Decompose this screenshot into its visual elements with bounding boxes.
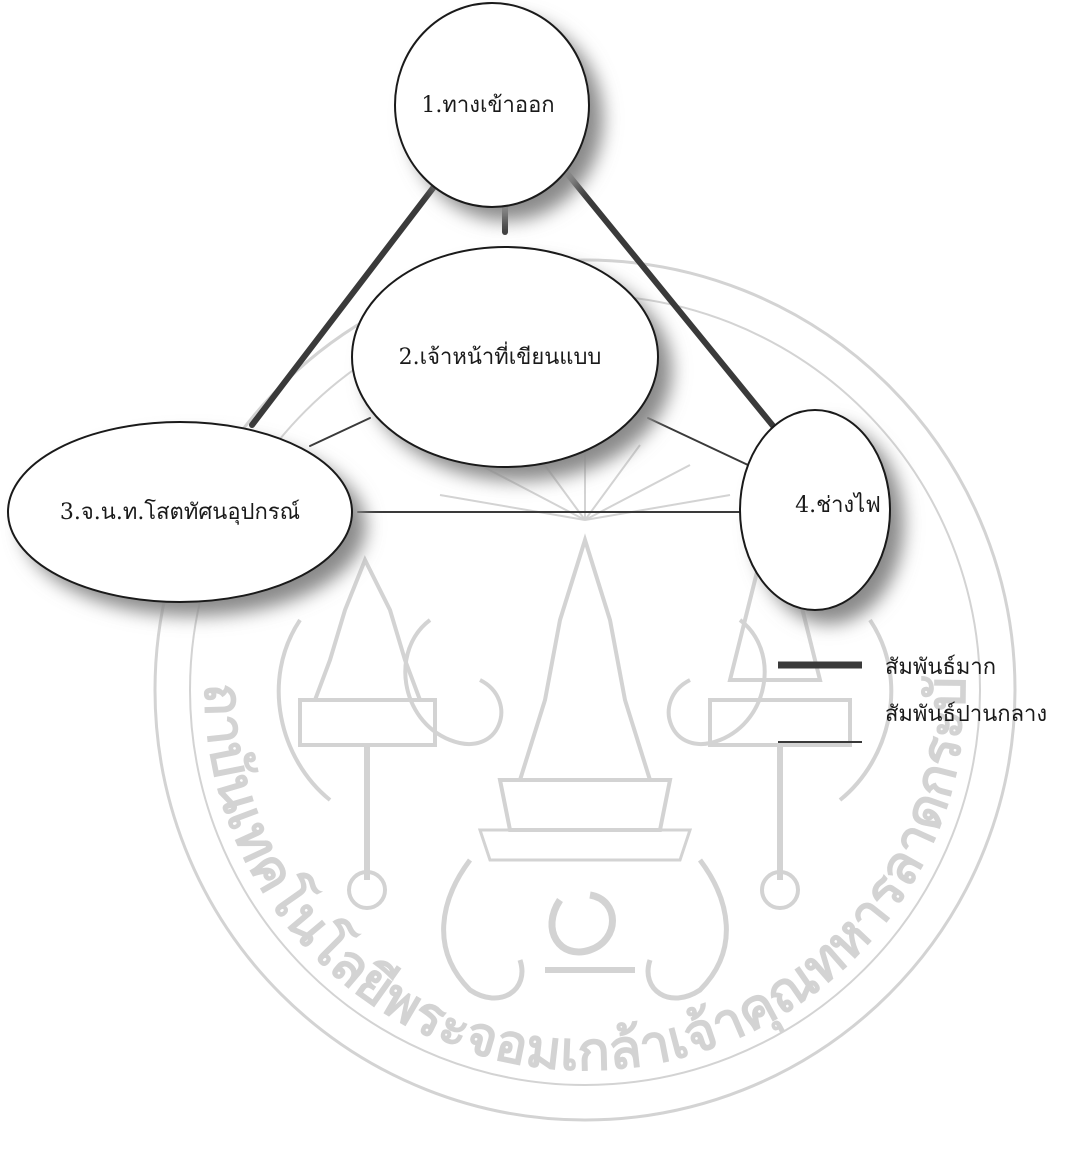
node-label-n1: 1.ทางเข้าออก xyxy=(421,93,554,118)
node-label-n3: 3.จ.น.ท.โสตทัศนอุปกรณ์ xyxy=(60,499,300,525)
edge-n2-n3 xyxy=(309,417,371,447)
node-n1 xyxy=(394,2,590,208)
node-n4 xyxy=(739,409,891,611)
nodes-layer: 1.ทางเข้าออก 2.เจ้าหน้าที่เขียนแบบ 3.จ.น.ท… xyxy=(7,2,891,611)
node-label-n2: 2.เจ้าหน้าที่เขียนแบบ xyxy=(399,341,602,370)
edge-n1-n4 xyxy=(563,169,781,435)
node-n2 xyxy=(351,246,659,468)
legend-label-strong: สัมพันธ์มาก xyxy=(885,655,996,680)
node-label-n4: 4.ช่างไฟ xyxy=(795,492,881,518)
edge-n2-n4 xyxy=(647,417,749,466)
legend-label-medium: สัมพันธ์ปานกลาง xyxy=(885,702,1047,727)
edge-n1-n3 xyxy=(249,172,446,428)
node-n3 xyxy=(7,421,353,603)
